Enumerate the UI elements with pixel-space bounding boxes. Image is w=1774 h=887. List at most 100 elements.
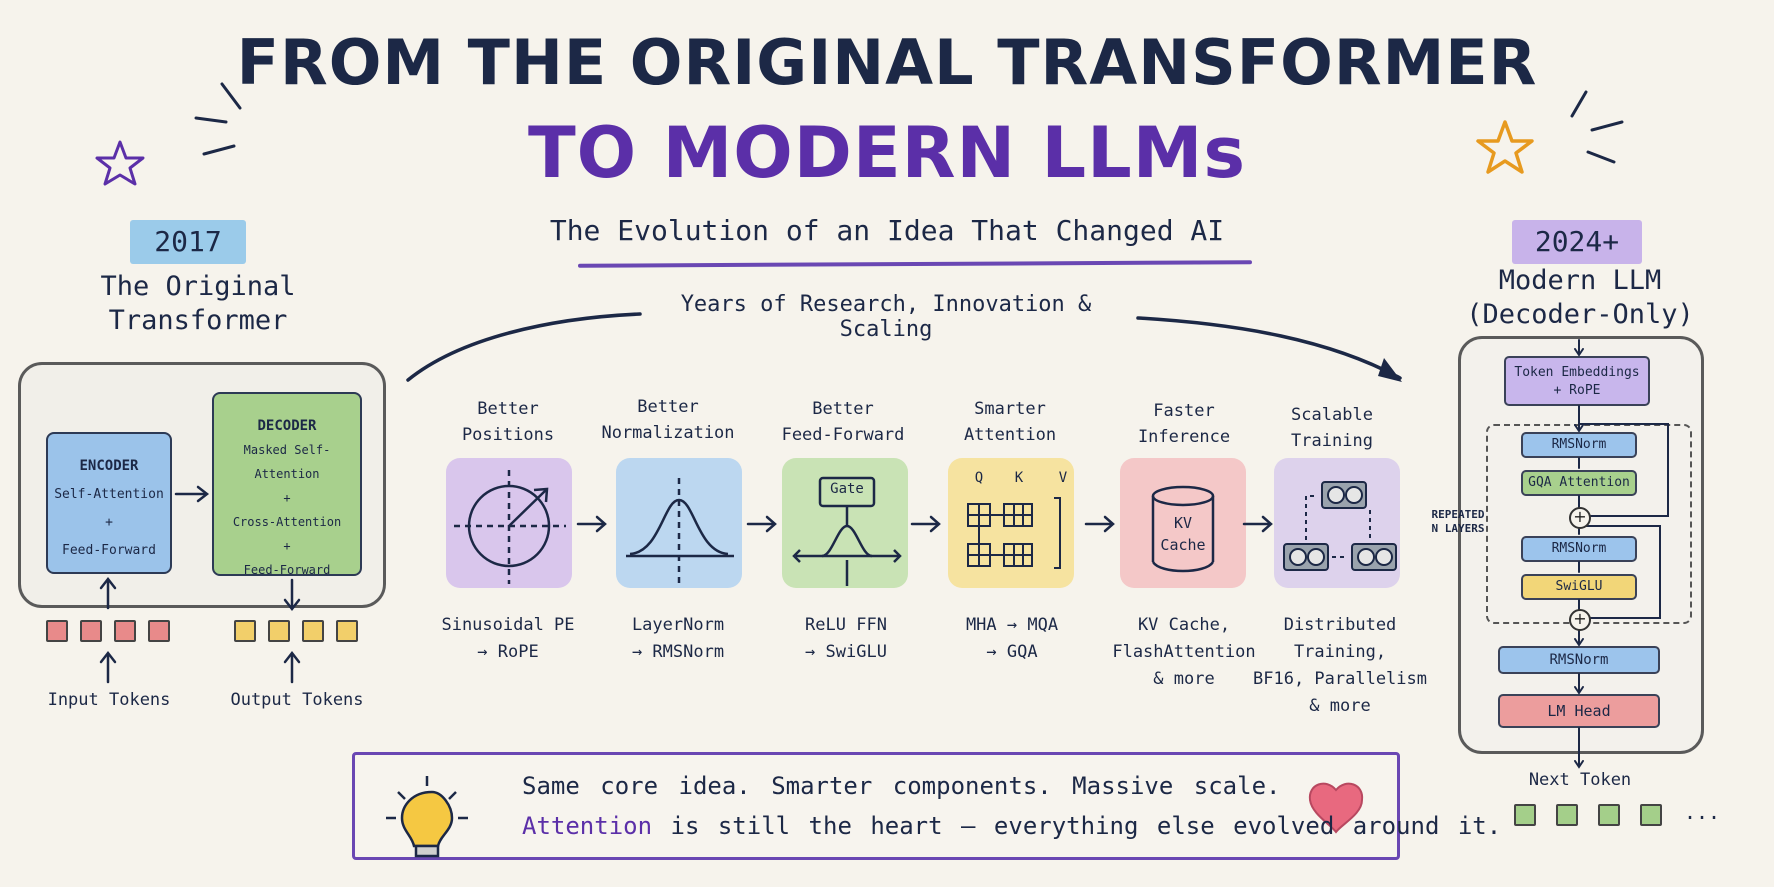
step-desc-feed-forward: ReLU FFN → SwiGLU <box>766 612 926 666</box>
next-token-label: Next Token <box>1528 770 1632 790</box>
arc-right <box>1136 316 1402 380</box>
output-token <box>302 620 324 642</box>
qkv-grid-icon <box>967 497 1061 569</box>
step-title-inference: Faster Inference <box>1114 398 1254 450</box>
next-token <box>1640 804 1662 826</box>
step-desc-normalization: LayerNorm → RMSNorm <box>598 612 758 666</box>
step-arrows <box>576 515 1273 533</box>
input-token <box>114 620 136 642</box>
purple-star-icon <box>95 140 145 186</box>
encoder-title: ENCODER <box>79 458 139 474</box>
gate-label: Gate <box>830 481 864 497</box>
repeated-layers-label: REPEATED N LAYERS <box>1418 508 1498 536</box>
desc-line: Sinusoidal PE <box>441 615 575 635</box>
step-title-line: Faster <box>1153 401 1215 421</box>
arc-left <box>406 312 642 382</box>
output-token <box>234 620 256 642</box>
emb-line: Token Embeddings <box>1514 365 1640 380</box>
step-title-line: Smarter <box>974 399 1046 419</box>
summary-banner <box>352 752 1400 860</box>
encoder-block: ENCODER Self-Attention + Feed-Forward <box>46 432 172 574</box>
input-token <box>148 620 170 642</box>
decoder-title: DECODER <box>257 418 317 434</box>
gpu-cluster-icon <box>1283 481 1397 571</box>
desc-line: → RoPE <box>477 642 539 662</box>
title-line-1: FROM THE ORIGINAL TRANSFORMER <box>236 26 1538 99</box>
desc-line: Training, <box>1293 642 1387 662</box>
desc-line: FlashAttention <box>1112 642 1256 662</box>
kv-cache-label: KV Cache <box>1153 512 1213 556</box>
encoder-line: Feed-Forward <box>62 543 156 558</box>
v-label: V <box>1058 470 1068 486</box>
desc-line: Distributed <box>1283 615 1397 635</box>
orange-star-icon <box>1476 120 1534 174</box>
step-title-line: Training <box>1291 431 1373 451</box>
title-line-2: TO MODERN LLMs <box>527 112 1247 194</box>
year-tag-2024: 2024+ <box>1512 220 1642 264</box>
step-title-training: Scalable Training <box>1262 402 1402 454</box>
step-title-line: Better <box>812 399 874 419</box>
step-title-feed-forward: Better Feed-Forward <box>773 396 913 448</box>
step-title-line: Feed-Forward <box>781 425 905 445</box>
arc-label: Years of Research, Innovation & Scaling <box>680 292 1092 342</box>
kv-cache-cylinder-icon <box>1151 485 1215 573</box>
desc-line: & more <box>1309 696 1371 716</box>
lightbulb-icon <box>386 776 468 858</box>
rmsnorm-block-1: RMSNorm <box>1521 432 1637 458</box>
repeat-line: N LAYERS <box>1431 522 1485 535</box>
desc-line: → SwiGLU <box>805 642 887 662</box>
decoder-plus: + <box>283 539 291 553</box>
step-desc-positions: Sinusoidal PE → RoPE <box>428 612 588 666</box>
encoder-line: Self-Attention <box>54 487 164 502</box>
residual-add-icon: + <box>1569 507 1591 529</box>
original-transformer-heading: The Original Transformer <box>88 270 308 338</box>
desc-line: ReLU FFN <box>805 615 887 635</box>
summary-line-2-rest: is still the heart — everything else evo… <box>652 812 1502 840</box>
heading-line: Modern LLM <box>1498 265 1662 296</box>
step-desc-training: Distributed Training, BF16, Parallelism … <box>1250 612 1430 720</box>
gqa-attention-block: GQA Attention <box>1521 470 1637 496</box>
step-desc-attention: MHA → MQA → GQA <box>932 612 1092 666</box>
repeat-line: REPEATED <box>1431 508 1485 521</box>
step-title-positions: Better Positions <box>438 396 578 448</box>
next-token <box>1598 804 1620 826</box>
output-tokens-label: Output Tokens <box>230 690 364 710</box>
step-title-line: Scalable <box>1291 405 1373 425</box>
modern-llm-heading: Modern LLM (Decoder-Only) <box>1458 264 1702 332</box>
swiglu-block: SwiGLU <box>1521 574 1637 600</box>
summary-line-2: Attention is still the heart — everythin… <box>522 812 1501 840</box>
token-embeddings-block: Token Embeddings + RoPE <box>1504 356 1650 406</box>
decoder-plus: + <box>283 491 291 505</box>
residual-add-icon: + <box>1569 609 1591 631</box>
step-title-line: Positions <box>461 425 555 445</box>
step-title-normalization: Better Normalization <box>598 394 738 446</box>
subtitle: The Evolution of an Idea That Changed AI <box>549 214 1225 247</box>
decoder-line: Cross-Attention <box>232 515 342 529</box>
heading-line: (Decoder-Only) <box>1466 299 1694 330</box>
heart-icon <box>1308 782 1364 834</box>
step-title-attention: Smarter Attention <box>940 396 1080 448</box>
next-token <box>1514 804 1536 826</box>
step-title-line: Inference <box>1137 427 1231 447</box>
output-token <box>336 620 358 642</box>
desc-line: MHA → MQA <box>965 615 1059 635</box>
step-title-line: Better <box>637 397 699 417</box>
feed-forward-wash <box>782 458 908 588</box>
step-title-line: Better <box>477 399 539 419</box>
year-tag-2017: 2017 <box>130 220 246 264</box>
lm-head-block: LM Head <box>1498 694 1660 728</box>
summary-line-1: Same core idea. Smarter components. Mass… <box>522 772 1281 800</box>
decoder-line: Feed-Forward <box>243 563 331 577</box>
sparkle-right-icon <box>1570 90 1624 164</box>
input-token <box>80 620 102 642</box>
desc-line: → RMSNorm <box>631 642 725 662</box>
heading-line: Transformer <box>108 305 288 336</box>
sparkle-left-icon <box>194 82 242 156</box>
input-tokens-label: Input Tokens <box>47 690 171 710</box>
q-label: Q <box>974 470 984 486</box>
